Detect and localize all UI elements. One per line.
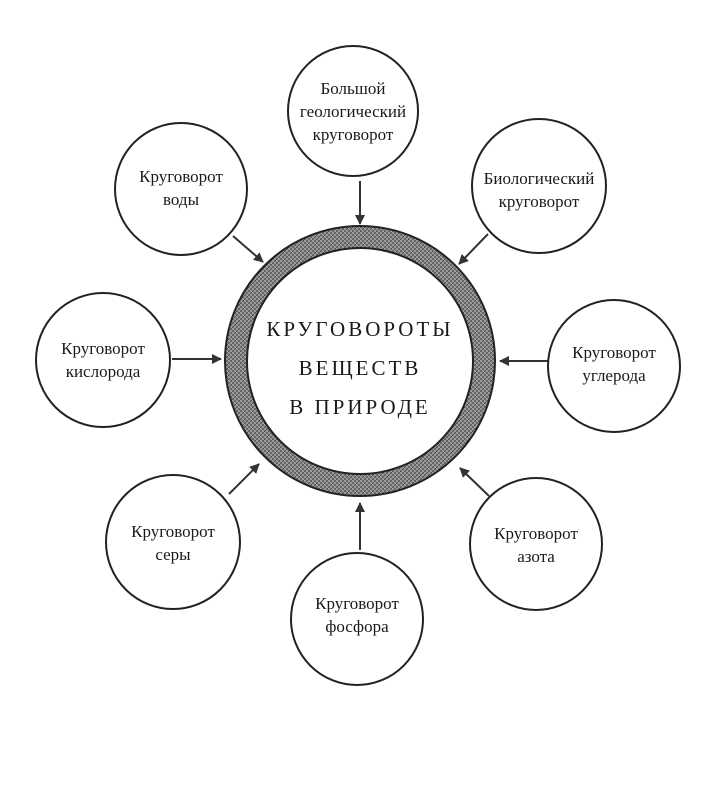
arrows — [172, 181, 548, 550]
node-oxygen-line-1: Круговорот — [61, 339, 145, 358]
node-nitrogen-cycle: Круговорот азота — [469, 477, 603, 611]
arrow-biological — [458, 233, 489, 265]
node-oxygen-line-2: кислорода — [66, 362, 141, 381]
center-ring — [224, 225, 496, 497]
node-geological-line-3: круговорот — [313, 125, 394, 144]
node-water-line-2: воды — [163, 190, 200, 209]
node-sulfur-cycle: Круговорот серы — [105, 474, 241, 610]
node-nitrogen-line-1: Круговорот — [494, 524, 578, 543]
node-carbon-line-1: Круговорот — [572, 343, 656, 362]
center-title-line-3: В ПРИРОДЕ — [289, 395, 430, 419]
center-title: КРУГОВОРОТЫ ВЕЩЕСТВ В ПРИРОДЕ — [266, 317, 453, 419]
node-geological-line-1: Большой — [321, 79, 386, 98]
node-biological-cycle: Биологический круговорот — [471, 118, 607, 254]
node-water-cycle: Круговорот воды — [114, 122, 248, 256]
arrow-sulfur — [228, 463, 260, 495]
node-phosphorus-line-2: фосфора — [325, 617, 389, 636]
node-biological-line-1: Биологический — [484, 169, 595, 188]
center-title-line-2: ВЕЩЕСТВ — [299, 356, 422, 380]
node-sulfur-line-2: серы — [155, 545, 191, 564]
node-carbon-cycle: Круговорот углерода — [547, 299, 681, 433]
node-oxygen-cycle: Круговорот кислорода — [35, 292, 171, 428]
node-biological-line-2: круговорот — [499, 192, 580, 211]
arrow-water — [232, 235, 264, 263]
arrow-nitrogen — [459, 467, 490, 497]
node-carbon-line-2: углерода — [582, 366, 646, 385]
center-title-line-1: КРУГОВОРОТЫ — [266, 317, 453, 341]
node-geological-cycle: Большой геологический круговорот — [287, 45, 419, 177]
node-phosphorus-cycle: Круговорот фосфора — [290, 552, 424, 686]
node-nitrogen-line-2: азота — [517, 547, 555, 566]
node-sulfur-line-1: Круговорот — [131, 522, 215, 541]
node-water-line-1: Круговорот — [139, 167, 223, 186]
node-phosphorus-line-1: Круговорот — [315, 594, 399, 613]
node-geological-line-2: геологический — [300, 102, 406, 121]
